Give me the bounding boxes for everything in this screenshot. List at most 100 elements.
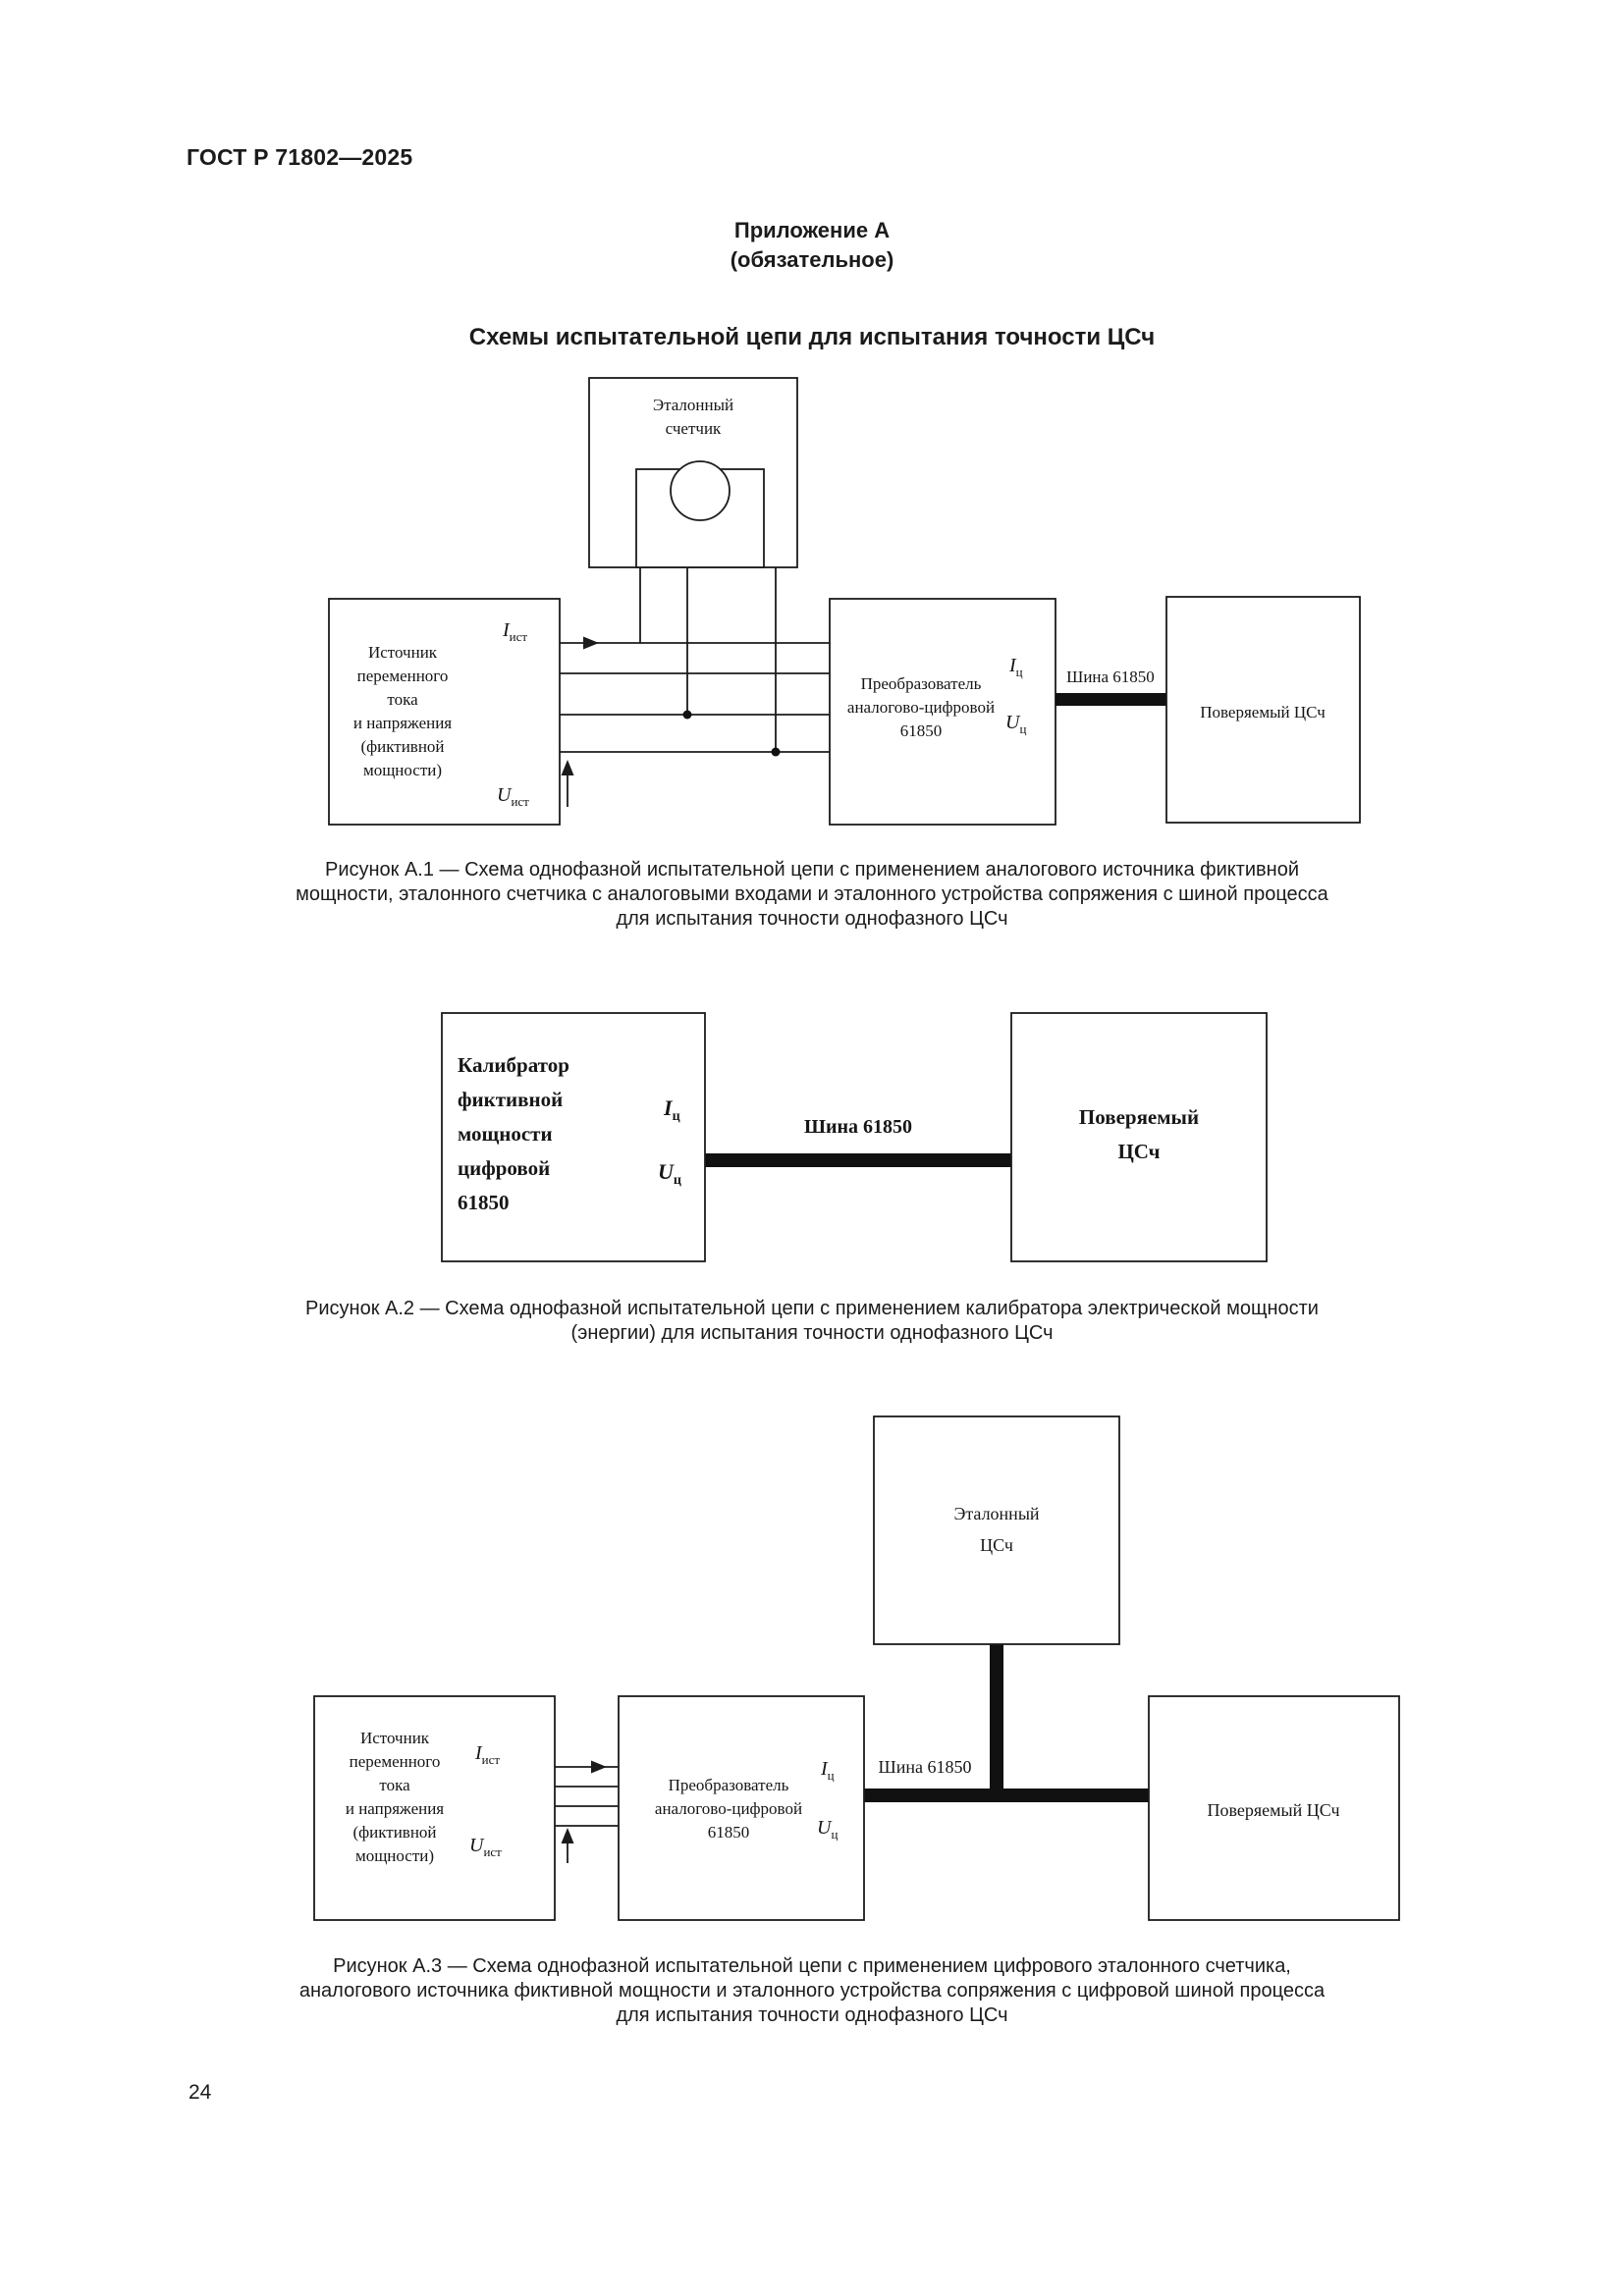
junction-dot bbox=[682, 710, 692, 720]
a3-source-label: мощности) bbox=[355, 1846, 434, 1865]
a1-bus-bar bbox=[1056, 693, 1166, 706]
a3-converter-box bbox=[618, 1695, 865, 1921]
caption-line: аналогового источника фиктивной мощности… bbox=[298, 1980, 1326, 2002]
a3-converter-label: 61850 bbox=[708, 1823, 750, 1842]
a3-dut-box bbox=[1148, 1695, 1400, 1921]
appendix-subtitle: (обязательное) bbox=[730, 247, 894, 272]
a1-converter-label: 61850 bbox=[900, 721, 943, 740]
junction-dot bbox=[771, 747, 781, 757]
a3-source-label: (фиктивной bbox=[352, 1823, 436, 1842]
math-sub: ц bbox=[673, 1109, 680, 1124]
a3-voltage-arrow-icon bbox=[561, 1828, 574, 1843]
math-sub: ц bbox=[1019, 721, 1026, 736]
figure-a3-caption: Рисунок А.3 — Схема однофазной испытател… bbox=[0, 1954, 1624, 2028]
a3-source-box bbox=[313, 1695, 556, 1921]
caption-line: Рисунок А.3 — Схема однофазной испытател… bbox=[333, 1955, 1291, 1977]
math-sub: ц bbox=[674, 1173, 681, 1188]
math-sub: ц bbox=[1016, 665, 1023, 679]
a1-dut-box bbox=[1165, 596, 1361, 824]
figure-a1: Эталонный счетчик Источник переменного т… bbox=[328, 377, 1361, 826]
a1-converter-label: аналогово-цифровой bbox=[847, 698, 995, 717]
math-base: I bbox=[502, 619, 511, 641]
a1-current-arrow-icon bbox=[583, 636, 599, 650]
a2-calibrator-label: Калибратор bbox=[458, 1053, 569, 1077]
a3-source-label: тока bbox=[379, 1776, 410, 1794]
caption-line: для испытания точности однофазного ЦСч bbox=[616, 908, 1008, 930]
a2-u-digital-label: Uц bbox=[658, 1159, 681, 1188]
a3-reference-meter-label: ЦСч bbox=[980, 1535, 1013, 1555]
caption-line: (энергии) для испытания точности однофаз… bbox=[570, 1322, 1054, 1344]
a2-dut-label: ЦСч bbox=[1117, 1140, 1160, 1163]
a2-calibrator-box bbox=[441, 1012, 706, 1262]
a1-dut-label: Поверяемый ЦСч bbox=[1200, 703, 1326, 721]
math-sub: ц bbox=[831, 1827, 838, 1842]
a1-source-box bbox=[328, 598, 561, 826]
a1-voltage-arrow-icon bbox=[561, 760, 574, 775]
math-base: U bbox=[497, 784, 513, 806]
a1-source-label: (фиктивной bbox=[360, 737, 444, 756]
math-sub: ц bbox=[828, 1768, 835, 1783]
a3-bus-bar bbox=[864, 1789, 1149, 1802]
a3-bus-label: Шина 61850 bbox=[879, 1757, 972, 1777]
a2-dut-box bbox=[1010, 1012, 1268, 1262]
math-base: I bbox=[1008, 655, 1017, 676]
math-base: I bbox=[474, 1742, 483, 1764]
appendix-title: Приложение А bbox=[733, 218, 891, 242]
page-number: 24 bbox=[189, 2081, 212, 2104]
a1-converter-label: Преобразователь bbox=[861, 674, 982, 693]
a3-u-digital-label: Uц bbox=[817, 1817, 838, 1842]
math-sub: ист bbox=[510, 629, 528, 644]
a3-reference-meter-box bbox=[873, 1415, 1120, 1645]
a1-meter-label: счетчик bbox=[666, 419, 722, 438]
a3-converter-label: аналогово-цифровой bbox=[655, 1799, 802, 1818]
a3-i-digital-label: Iц bbox=[820, 1758, 835, 1783]
caption-line: для испытания точности однофазного ЦСч bbox=[616, 2004, 1008, 2026]
math-base: U bbox=[658, 1159, 675, 1184]
a3-i-source-label: Iист bbox=[474, 1742, 500, 1767]
a2-dut-label: Поверяемый bbox=[1079, 1105, 1199, 1129]
a3-source-label: Источник bbox=[360, 1729, 430, 1747]
a1-i-source-label: Iист bbox=[502, 619, 527, 644]
section-title: Схемы испытательной цепи для испытания т… bbox=[468, 324, 1156, 350]
math-base: U bbox=[1005, 712, 1021, 733]
math-sub: ист bbox=[483, 1844, 502, 1859]
a1-source-label: мощности) bbox=[363, 761, 442, 779]
a3-dut-label: Поверяемый ЦСч bbox=[1207, 1800, 1339, 1820]
a2-calibrator-label: цифровой bbox=[458, 1156, 550, 1180]
a2-calibrator-label: фиктивной bbox=[458, 1088, 563, 1111]
a1-u-digital-label: Uц bbox=[1005, 712, 1026, 736]
a3-vertical-bus-bar bbox=[990, 1644, 1003, 1802]
a1-source-label: Источник bbox=[368, 643, 438, 662]
caption-line: Рисунок А.1 — Схема однофазной испытател… bbox=[324, 859, 1300, 881]
a1-i-digital-label: Iц bbox=[1008, 655, 1023, 679]
a1-meter-label: Эталонный bbox=[653, 396, 733, 414]
math-base: I bbox=[820, 1758, 829, 1780]
a1-u-source-label: Uист bbox=[497, 784, 529, 809]
a2-calibrator-label: 61850 bbox=[458, 1191, 510, 1214]
math-sub: ист bbox=[482, 1752, 501, 1767]
caption-line: мощности, эталонного счетчика с аналогов… bbox=[296, 883, 1328, 905]
a3-u-source-label: Uист bbox=[469, 1835, 502, 1859]
a2-calibrator-label: мощности bbox=[458, 1122, 553, 1146]
a3-source-label: переменного bbox=[350, 1752, 441, 1771]
math-sub: ист bbox=[511, 794, 529, 809]
a1-bus-label: Шина 61850 bbox=[1066, 667, 1155, 686]
math-base: U bbox=[469, 1835, 485, 1856]
a2-bus-label: Шина 61850 bbox=[804, 1116, 912, 1138]
figure-a2-caption: Рисунок А.2 — Схема однофазной испытател… bbox=[0, 1297, 1624, 1346]
math-base: U bbox=[817, 1817, 833, 1839]
math-base: I bbox=[663, 1095, 674, 1120]
figure-a3: Шина 61850 Эталонный ЦСч Источник переме… bbox=[313, 1415, 1400, 1921]
figure-a1-caption: Рисунок А.1 — Схема однофазной испытател… bbox=[0, 858, 1624, 932]
figure-a2: Шина 61850 Калибратор фиктивной мощности… bbox=[441, 1012, 1268, 1262]
a3-converter-label: Преобразователь bbox=[669, 1776, 789, 1794]
caption-line: Рисунок А.2 — Схема однофазной испытател… bbox=[305, 1298, 1319, 1319]
a2-bus-bar bbox=[705, 1153, 1011, 1167]
a3-current-arrow-icon bbox=[591, 1760, 607, 1774]
a1-source-label: переменного bbox=[357, 667, 449, 685]
a1-source-label: и напряжения bbox=[353, 714, 452, 732]
document-header: ГОСТ Р 71802—2025 bbox=[187, 144, 413, 170]
a1-meter-element-circle bbox=[670, 460, 731, 521]
a1-source-label: тока bbox=[387, 690, 418, 709]
